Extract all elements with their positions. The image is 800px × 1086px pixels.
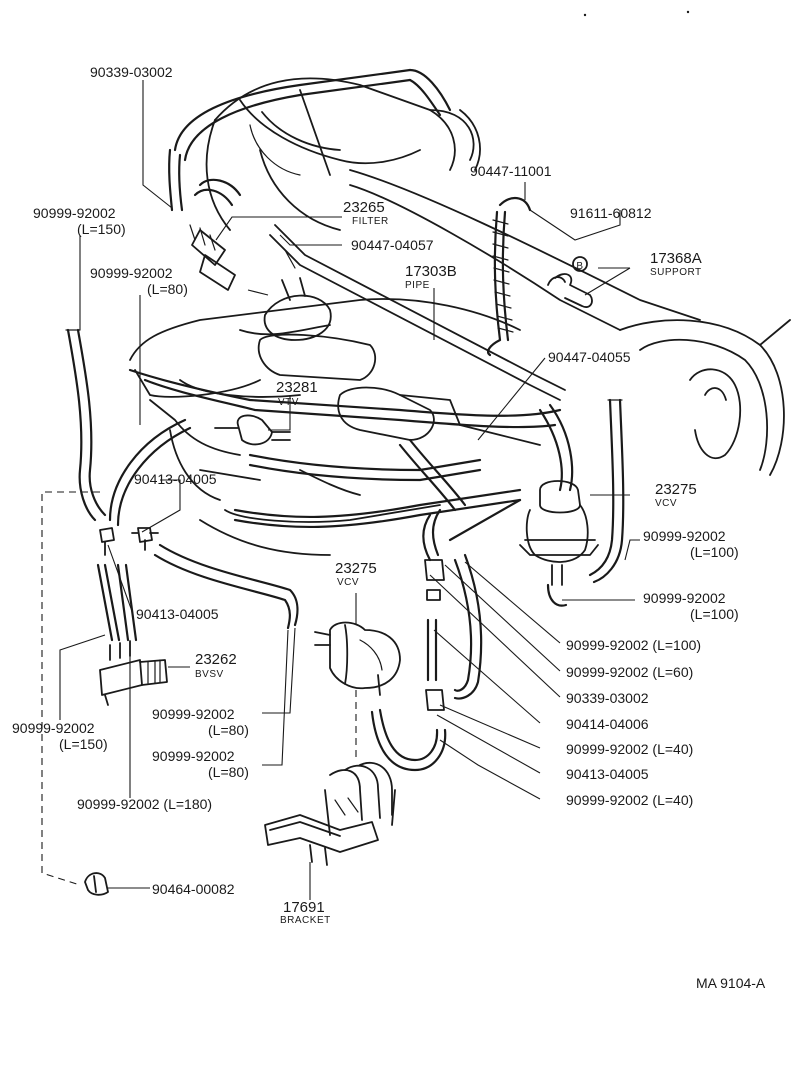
label-vcv-right: VCV <box>655 498 677 509</box>
speck <box>686 10 690 14</box>
label-90414-04006: 90414-04006 <box>566 716 649 732</box>
label-90447-04057: 90447-04057 <box>351 237 434 253</box>
hose-90447-11001 <box>486 197 532 357</box>
label-90447-11001: 90447-11001 <box>470 163 552 179</box>
label-90447-04055: 90447-04055 <box>548 349 631 365</box>
vcv-23275-right <box>519 480 599 607</box>
vacuum-harness <box>128 368 574 529</box>
label-90339-03002-top: 90339-03002 <box>90 64 173 80</box>
label-l150-left: (L=150) <box>77 221 126 237</box>
label-90999-92002-l40-a: 90999-92002 (L=40) <box>566 741 693 757</box>
circle-b-label: B <box>576 261 583 272</box>
label-90413-04005-top: 90413-04005 <box>134 471 217 487</box>
label-l80-a: (L=80) <box>208 722 249 738</box>
bvsv-23262 <box>99 640 168 706</box>
label-l80-b: (L=80) <box>208 764 249 780</box>
label-23265: 23265 <box>343 199 385 216</box>
label-90999-92002-l100-a: 90999-92002 <box>643 528 726 544</box>
label-filter: FILTER <box>352 216 389 227</box>
label-bracket: BRACKET <box>280 915 331 926</box>
pipe-17303B <box>269 224 566 401</box>
label-90999-92002-l80-top: 90999-92002 <box>90 265 173 281</box>
vcv-23275-mid <box>314 621 401 696</box>
diagram-reference: MA 9104-A <box>696 975 766 991</box>
label-l150-bottom: (L=150) <box>59 736 108 752</box>
filter-23265 <box>189 224 236 291</box>
bracket-17691 <box>264 761 396 866</box>
top-hoses <box>168 68 452 212</box>
label-23275-mid: 23275 <box>335 560 377 577</box>
label-90999-92002-l100-b: 90999-92002 <box>643 590 726 606</box>
label-l100-a: (L=100) <box>690 544 739 560</box>
hose-right-vertical <box>588 398 625 584</box>
air-cleaner-scoop <box>619 319 791 476</box>
label-support: SUPPORT <box>650 267 702 278</box>
label-90413-04005-bottom: 90413-04005 <box>566 766 649 782</box>
clip-90464 <box>84 872 109 896</box>
speck <box>583 13 587 17</box>
label-90999-92002-l80-b: 90999-92002 <box>152 748 235 764</box>
vtv-23281 <box>214 414 291 446</box>
air-cleaner-housing <box>205 77 701 331</box>
t-joints <box>99 527 159 556</box>
label-vcv-mid: VCV <box>337 577 359 588</box>
label-90999-92002-l150-bottom: 90999-92002 <box>12 720 95 736</box>
callouts: 90339-03002 90999-92002 (L=150) 23265 FI… <box>12 64 766 991</box>
label-17303b: 17303B <box>405 263 457 280</box>
center-hoses <box>370 498 522 772</box>
label-l80-top: (L=80) <box>147 281 188 297</box>
label-23275-right: 23275 <box>655 481 697 498</box>
label-pipe: PIPE <box>405 280 430 291</box>
leader-lines <box>59 80 640 900</box>
label-l100-b: (L=100) <box>690 606 739 622</box>
label-vtv: VTV <box>278 397 299 408</box>
label-90999-92002-l40-b: 90999-92002 (L=40) <box>566 792 693 808</box>
label-23281: 23281 <box>276 379 318 396</box>
label-90999-92002-l80-a: 90999-92002 <box>152 706 235 722</box>
label-17368a: 17368A <box>650 250 702 267</box>
label-90413-04005-mid: 90413-04005 <box>136 606 219 622</box>
label-90464-00082: 90464-00082 <box>152 881 235 897</box>
label-90999-92002-l60: 90999-92002 (L=60) <box>566 664 693 680</box>
label-90999-92002-l180: 90999-92002 (L=180) <box>77 796 212 812</box>
label-91611-60812: 91611-60812 <box>570 205 652 221</box>
label-90339-03002-bottom: 90339-03002 <box>566 690 649 706</box>
label-23262: 23262 <box>195 651 237 668</box>
label-90999-92002-l100-c: 90999-92002 (L=100) <box>566 637 701 653</box>
label-17691: 17691 <box>283 899 325 916</box>
dashed-assembly-line <box>41 491 100 886</box>
label-90999-92002-l150-left: 90999-92002 <box>33 205 116 221</box>
left-hoses <box>65 328 299 642</box>
support-17368A: B <box>547 256 593 308</box>
label-bvsv: BVSV <box>195 669 224 680</box>
